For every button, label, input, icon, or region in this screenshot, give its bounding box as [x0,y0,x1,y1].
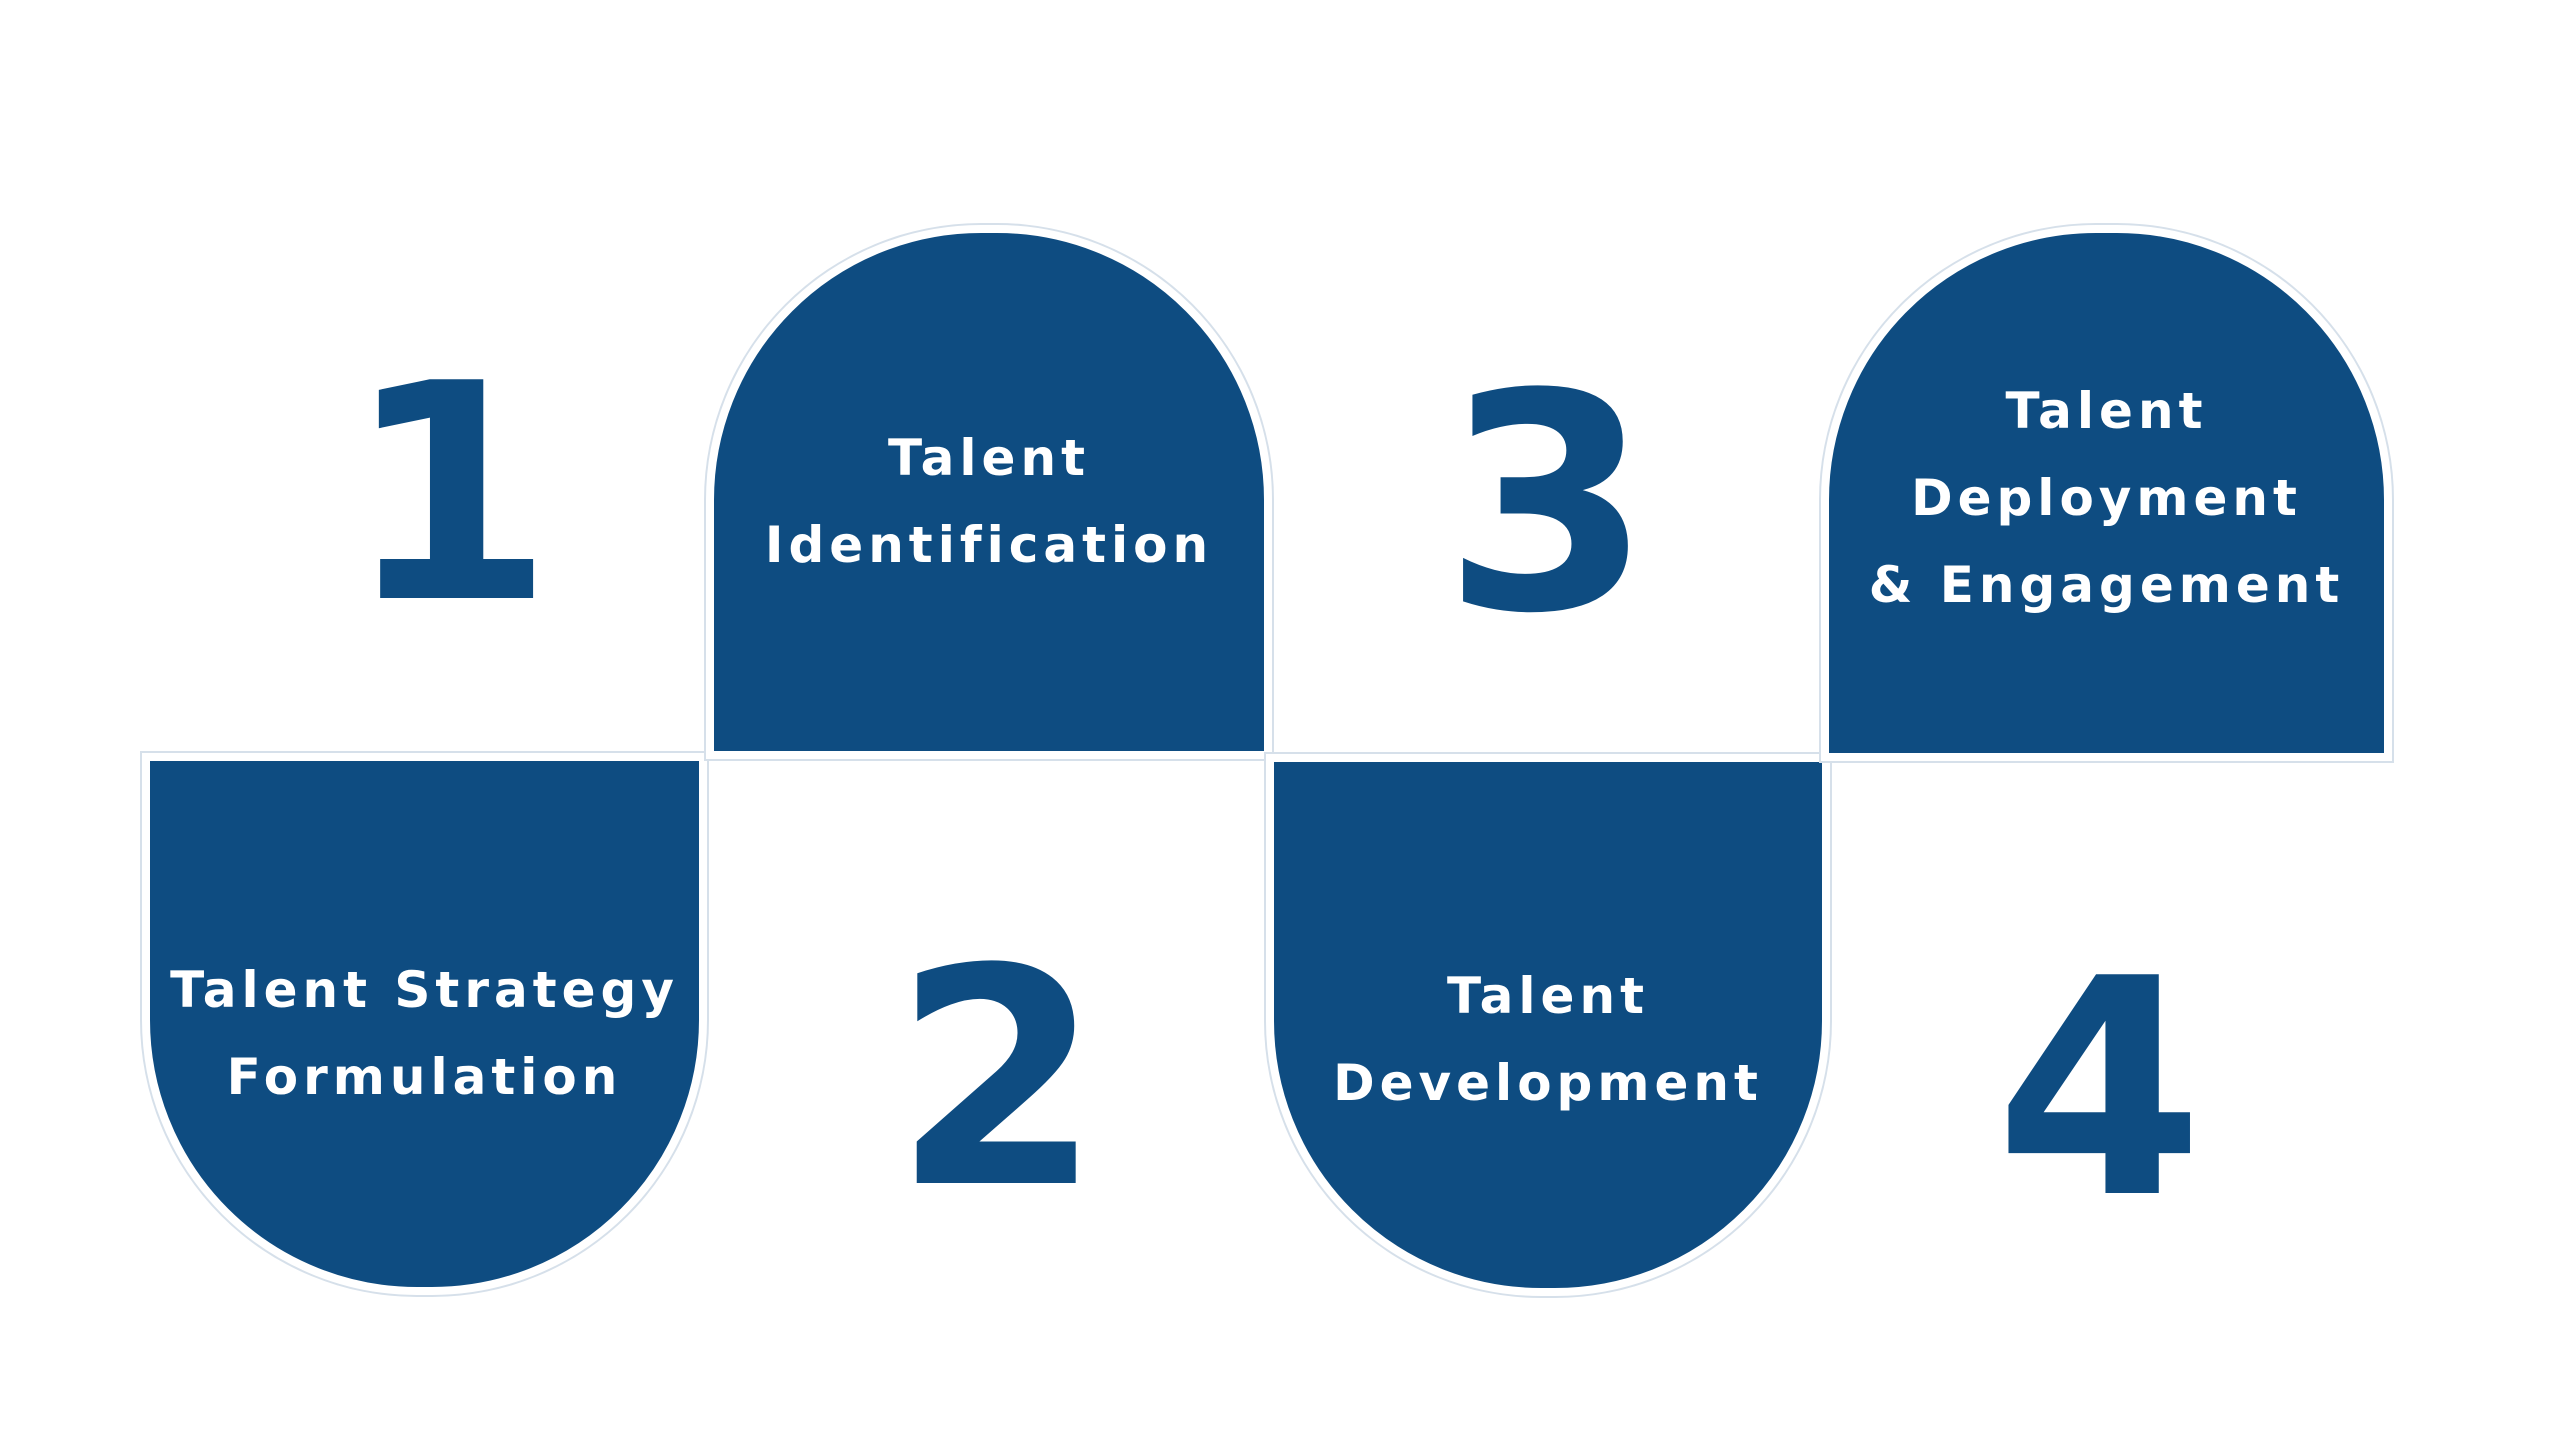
label-line: & Engagement [1868,555,2345,614]
label-line: Talent [1447,967,1649,1025]
label-line: Talent [888,429,1090,487]
step-1-card: Talent Strategy Formulation [142,753,707,1295]
step-2-card: Talent Identification [706,225,1272,759]
step-3-number: 3 [1443,330,1652,679]
label-line: Formulation [226,1048,623,1106]
step-3-label: Talent Development [1333,953,1763,1127]
step-1-label: Talent Strategy Formulation [170,947,679,1121]
step-2-label: Talent Identification [765,415,1213,589]
label-line: Deployment [1911,468,2302,527]
step-4-number: 4 [1995,915,2204,1264]
step-4-card: Talent Deployment & Engagement [1821,225,2392,761]
step-2-number: 2 [893,905,1102,1254]
label-line: Talent [2005,381,2208,440]
step-3-card: Talent Development [1266,754,1830,1296]
label-line: Talent Strategy [170,961,679,1019]
step-1-number: 1 [345,320,554,669]
label-line: Development [1333,1054,1763,1112]
step-4-label: Talent Deployment & Engagement [1869,368,2345,629]
label-line: Identification [764,516,1214,574]
